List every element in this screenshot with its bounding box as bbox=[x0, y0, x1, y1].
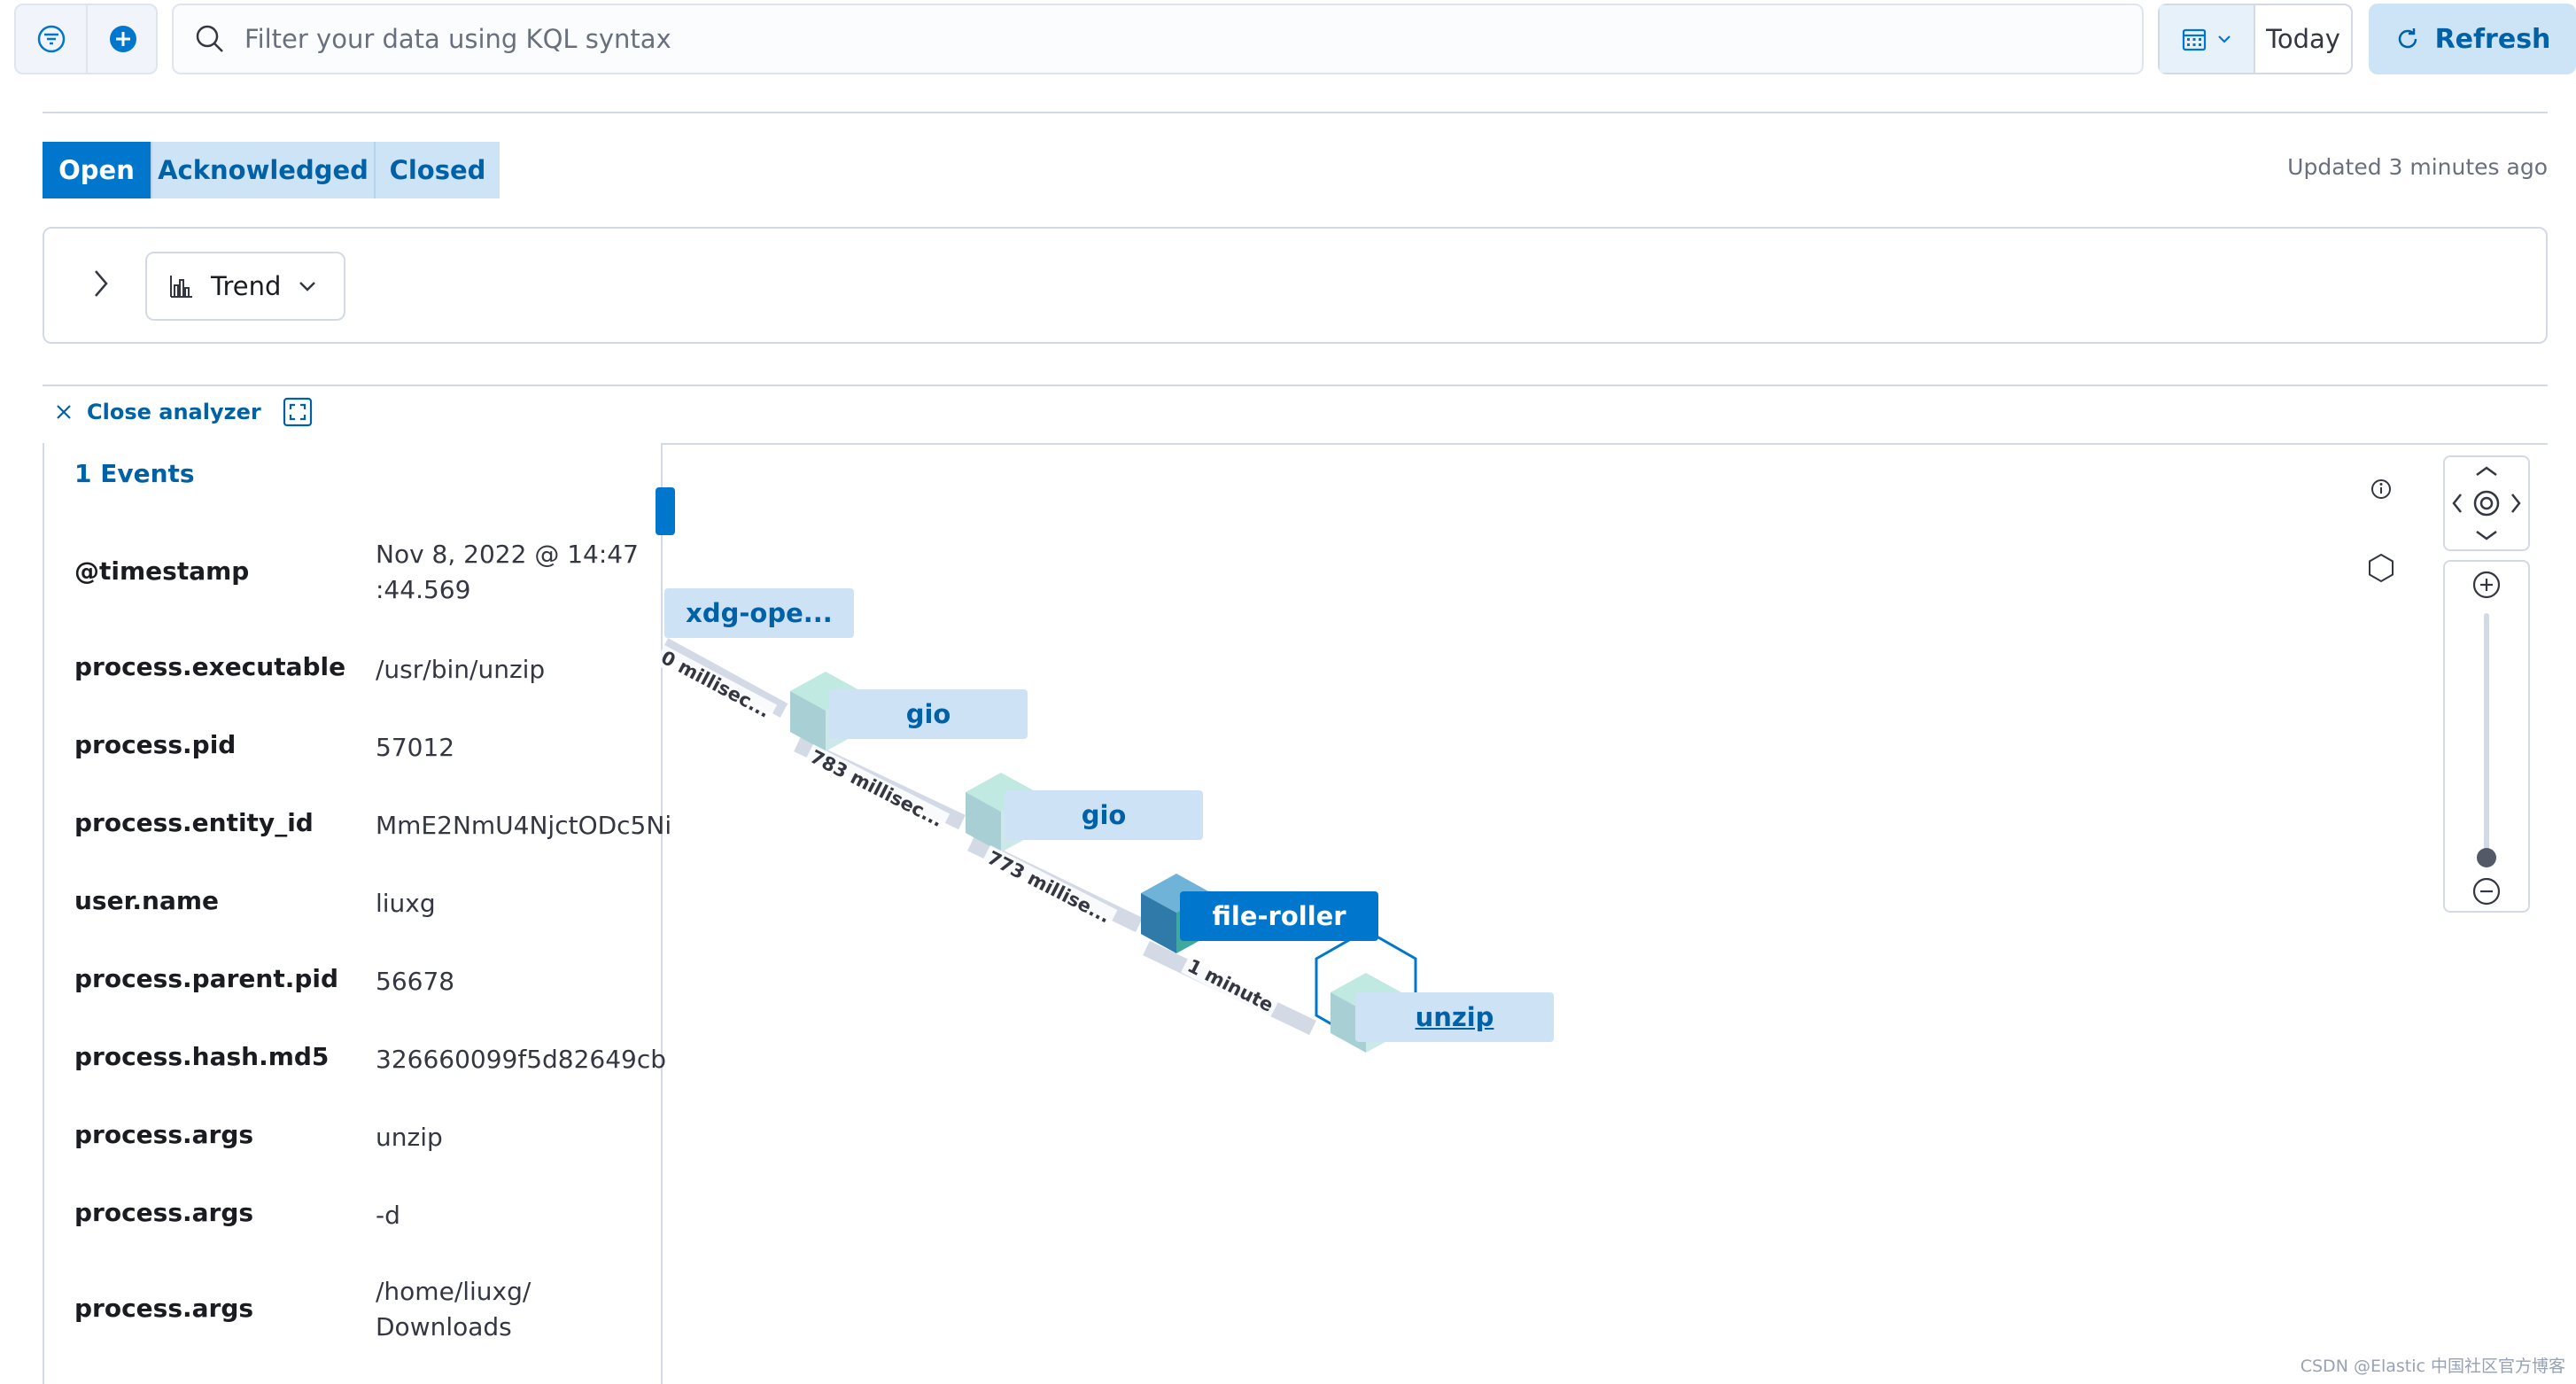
kql-search-input[interactable]: Filter your data using KQL syntax bbox=[172, 4, 2144, 74]
field-name: process.pid bbox=[74, 730, 237, 759]
close-icon bbox=[57, 405, 71, 419]
chevron-down-icon bbox=[299, 282, 316, 292]
filter-menu-button[interactable] bbox=[16, 5, 86, 73]
refresh-button[interactable]: Refresh bbox=[2369, 4, 2576, 74]
info-icon bbox=[2371, 479, 2391, 499]
field-value: MmE2NmU4NjctODc5Ni bbox=[376, 811, 672, 840]
process-tree-graph[interactable]: xdg-ope... gio gio file-roller unzip 0 m… bbox=[654, 443, 2576, 1384]
trend-dropdown[interactable]: Trend bbox=[145, 252, 345, 321]
field-value: unzip bbox=[376, 1123, 443, 1152]
search-icon bbox=[196, 25, 223, 52]
field-value: 56678 bbox=[376, 967, 455, 996]
parent-node-stub bbox=[656, 487, 675, 535]
field-name: process.hash.md5 bbox=[74, 1042, 330, 1071]
watermark: CSDN @Elastic 中国社区官方博客 bbox=[2300, 1357, 2565, 1376]
field-name: process.args bbox=[74, 1294, 254, 1323]
date-range-label[interactable]: Today bbox=[2266, 24, 2340, 54]
pan-control bbox=[2443, 455, 2530, 551]
close-analyzer-label: Close analyzer bbox=[87, 400, 261, 424]
search-placeholder: Filter your data using KQL syntax bbox=[244, 24, 671, 54]
status-filter-group: Open Acknowledged Closed bbox=[43, 142, 500, 198]
node-label-gio[interactable]: gio bbox=[1005, 790, 1203, 840]
field-name: @timestamp bbox=[74, 556, 250, 586]
graph-canvas bbox=[656, 479, 2394, 1053]
pan-right-icon bbox=[2511, 494, 2521, 513]
event-detail-panel: 1 Events @timestamp Nov 8, 2022 @ 14:47 … bbox=[43, 443, 671, 1384]
zoom-out-icon bbox=[2472, 877, 2501, 906]
field-value: Nov 8, 2022 @ 14:47 :44.569 bbox=[376, 540, 639, 604]
zoom-slider-thumb bbox=[2477, 848, 2496, 867]
tab-closed[interactable]: Closed bbox=[374, 142, 500, 198]
field-value: /usr/bin/unzip bbox=[376, 655, 546, 684]
quick-menu-button[interactable] bbox=[2160, 5, 2255, 73]
events-count-link[interactable]: 1 Events bbox=[74, 459, 195, 488]
chevron-down-icon bbox=[2218, 35, 2231, 43]
calendar-icon bbox=[2182, 28, 2207, 51]
chevron-right-icon[interactable] bbox=[89, 266, 113, 301]
node-label-unzip[interactable]: unzip bbox=[1355, 992, 1554, 1042]
field-name: process.args bbox=[74, 1198, 254, 1227]
fullscreen-icon[interactable] bbox=[283, 397, 313, 427]
tab-open[interactable]: Open bbox=[43, 142, 151, 198]
pan-left-icon bbox=[2452, 494, 2462, 513]
refresh-label: Refresh bbox=[2434, 23, 2551, 55]
filter-icon bbox=[37, 25, 65, 53]
field-name: process.parent.pid bbox=[74, 964, 339, 993]
pan-down-icon bbox=[2476, 530, 2497, 540]
field-name: user.name bbox=[74, 886, 220, 915]
zoom-control bbox=[2443, 560, 2530, 913]
field-value: -d bbox=[376, 1201, 400, 1230]
divider bbox=[43, 112, 2548, 113]
query-bar-actions bbox=[14, 4, 158, 74]
field-name: process.executable bbox=[74, 652, 346, 681]
close-analyzer-button[interactable]: Close analyzer bbox=[55, 397, 313, 427]
trend-label: Trend bbox=[211, 271, 282, 301]
field-value: /home/liuxg/ Downloads bbox=[376, 1277, 531, 1341]
date-picker: Today bbox=[2158, 4, 2353, 74]
field-name: process.args bbox=[74, 1120, 254, 1149]
field-value: liuxg bbox=[376, 889, 436, 918]
node-legend-icon bbox=[2369, 553, 2394, 583]
node-label-xdg-open[interactable]: xdg-ope... bbox=[664, 588, 854, 638]
node-label-file-roller[interactable]: file-roller bbox=[1180, 891, 1378, 941]
divider bbox=[43, 385, 2548, 386]
zoom-in-icon bbox=[2472, 571, 2501, 599]
node-label-gio[interactable]: gio bbox=[829, 689, 1028, 739]
tab-acknowledged[interactable]: Acknowledged bbox=[151, 142, 374, 198]
plus-circle-icon bbox=[109, 26, 136, 52]
chart-icon bbox=[170, 276, 192, 298]
trend-panel: Trend bbox=[43, 227, 2548, 344]
zoom-slider-track bbox=[2484, 613, 2489, 852]
pan-up-icon bbox=[2476, 466, 2497, 477]
field-value: 326660099f5d82649cb bbox=[376, 1045, 667, 1074]
add-filter-button[interactable] bbox=[88, 5, 158, 73]
field-value: 57012 bbox=[376, 733, 455, 762]
refresh-icon bbox=[2398, 28, 2417, 49]
graph-controls bbox=[2443, 455, 2530, 913]
center-icon bbox=[2473, 490, 2500, 517]
divider bbox=[43, 443, 2548, 445]
field-name: process.entity_id bbox=[74, 808, 314, 837]
updated-timestamp: Updated 3 minutes ago bbox=[2287, 154, 2548, 180]
